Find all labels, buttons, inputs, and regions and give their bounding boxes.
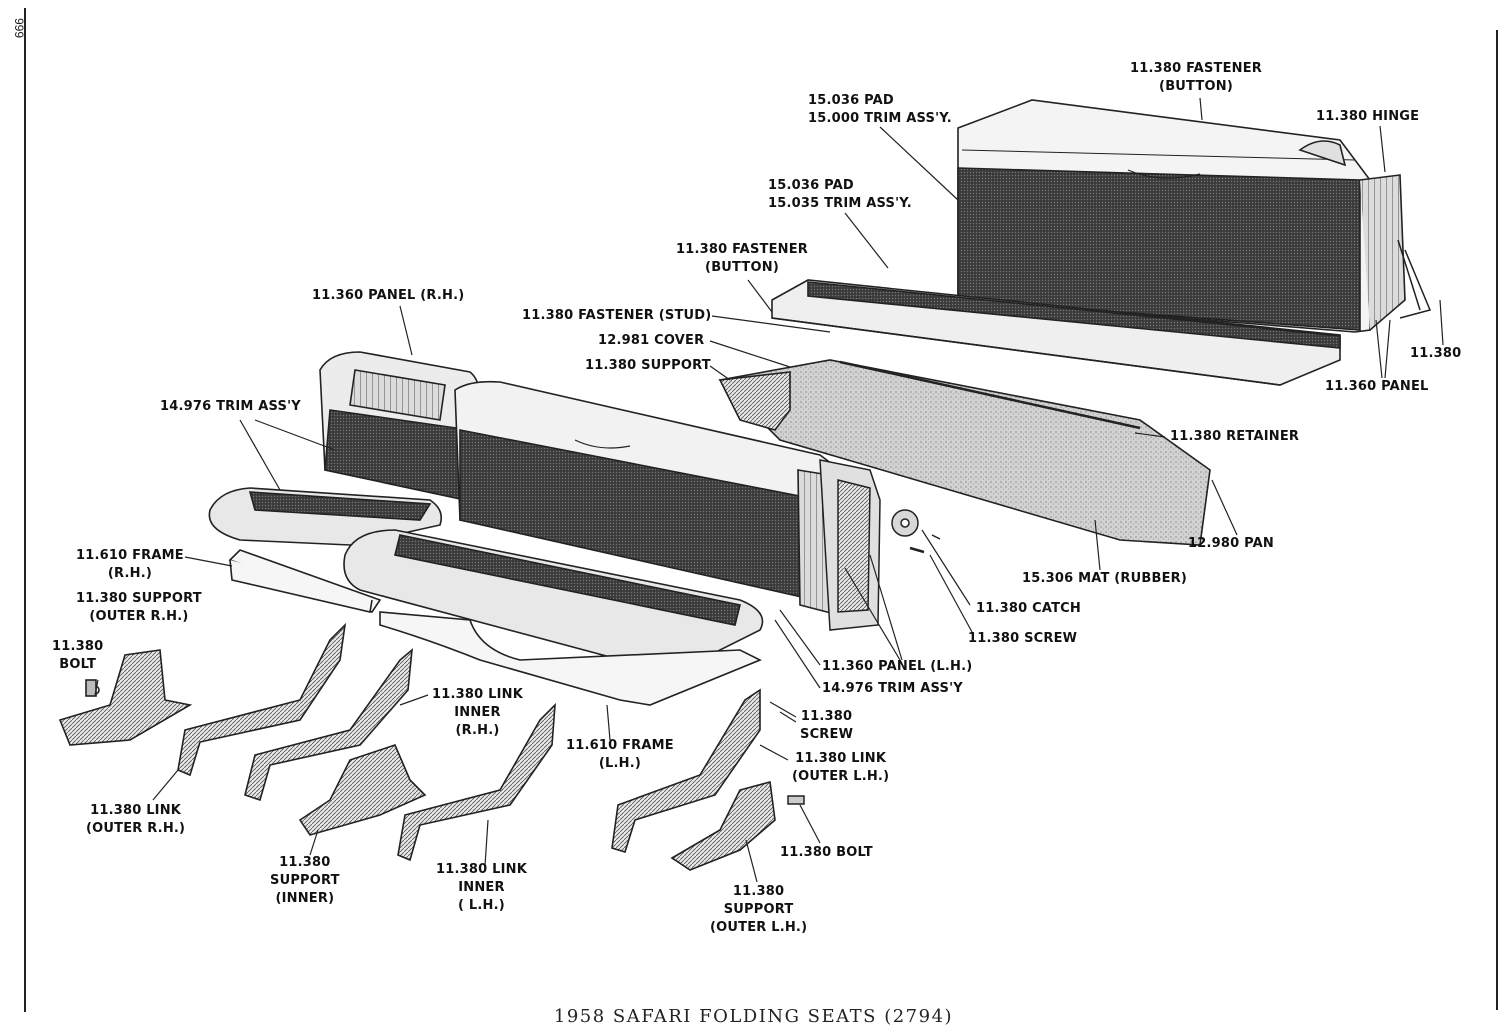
label-trim-assy-right: 14.976 TRIM ASS'Y [822,681,963,696]
label-panel-lh: 11.360 PANEL (L.H.) [822,659,973,674]
label-support-top: 11.380 SUPPORT [585,358,711,373]
label-link-outer-lh: 11.380 LINK(OUTER L.H.) [792,751,890,784]
right-margin-rule [1496,30,1498,1010]
rear-seat-cushion [771,279,1341,386]
figure-caption: 1958 SAFARI FOLDING SEATS (2794) [553,1006,954,1027]
lh-seat-cushion [343,529,764,668]
label-panel-rh: 11.360 PANEL (R.H.) [312,288,465,303]
support-inner [298,744,427,836]
catch-part [891,509,941,554]
link-outer-rh [177,622,347,777]
floor-pan [718,359,1211,546]
support-outer-rh [58,649,193,746]
link-outer-lh [611,688,761,853]
label-bolt-bottom: 11.380 BOLT [780,845,873,860]
rh-seat-back [319,351,480,501]
lh-side-panel [819,459,881,631]
seat-support-leg [1397,239,1432,319]
leader-lines [94,97,1444,883]
link-inner-rh [244,648,413,802]
label-hinge: 11.380 HINGE [1316,109,1420,124]
label-fastener-stud: 11.380 FASTENER (STUD) [522,308,712,323]
bolt-part [787,795,805,805]
label-frame-lh: 11.610 FRAME(L.H.) [566,738,674,771]
label-cover: 12.981 COVER [598,333,705,348]
label-trim-assy-left: 14.976 TRIM ASS'Y [160,399,301,414]
label-retainer: 11.380 RETAINER [1170,429,1300,444]
label-link-outer-rh: 11.380 LINK(OUTER R.H.) [86,803,186,836]
label-frame-rh: 11.610 FRAME(R.H.) [76,548,184,581]
label-catch: 11.380 CATCH [976,601,1081,616]
label-fastener-button-top: 11.380 FASTENER(BUTTON) [1130,61,1263,94]
label-support-outer-rh: 11.380 SUPPORT(OUTER R.H.) [76,591,202,624]
label-mat: 15.306 MAT (RUBBER) [1022,571,1188,586]
rear-seat-back [957,99,1406,333]
left-margin-rule [24,8,26,1012]
lh-frame [379,611,762,706]
label-part-11380-right: 11.380 [1410,346,1462,361]
label-panel-right: 11.360 PANEL [1325,379,1429,394]
label-fastener-button-mid: 11.380 FASTENER(BUTTON) [676,242,809,275]
support-outer-lh [670,780,776,871]
label-pan: 12.980 PAN [1188,536,1274,551]
rh-frame [228,549,382,613]
link-inner-lh [397,702,556,862]
rh-seat-cushion [208,487,443,546]
label-screw-right: 11.380 SCREW [968,631,1078,646]
